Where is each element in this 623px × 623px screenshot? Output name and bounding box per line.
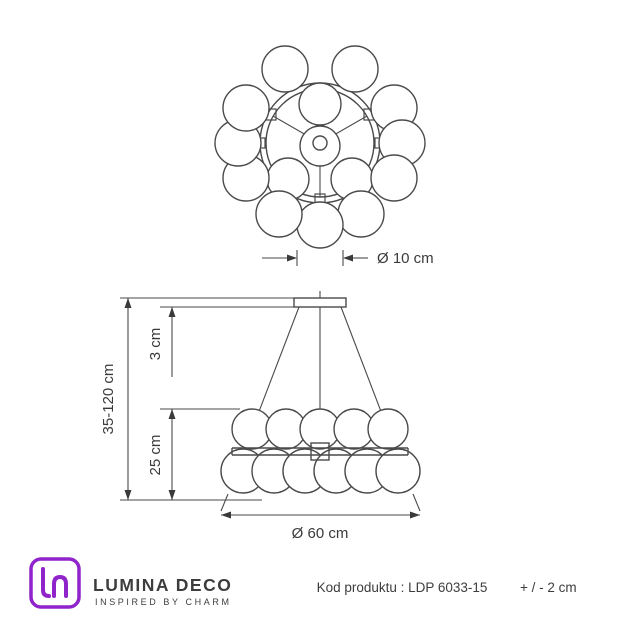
fixture-diameter-dimension: Ø 60 cm [220,493,421,542]
canopy-height-dimension: 3 cm [147,306,294,377]
globe-top-view [296,201,344,249]
globe-side-view [375,448,421,494]
arrow-left-icon [221,511,231,519]
globe-top-view [370,154,418,202]
globe-top-view [337,190,385,238]
hub-top-view [312,135,328,151]
globe-top-view [331,45,379,93]
lumina-deco-logo-icon [29,557,81,609]
logo-frame [29,557,81,609]
arrow-left-icon [343,254,353,262]
globe-top-view [261,45,309,93]
side-view-group: 35-120 cm 3 cm 25 cm Ø 60 cm [100,291,421,542]
product-code: Kod produktu : LDP 6033-15 [317,580,488,595]
logo-monogram-n [52,574,68,598]
fixture-diameter-label: Ø 60 cm [292,525,349,542]
body-height-dimension: 25 cm [147,408,240,500]
arrow-down-icon [124,490,132,500]
arrow-up-icon [124,298,132,308]
globe-top-view [255,190,303,238]
globe-diameter-label: Ø 10 cm [377,250,434,267]
globe-top-view [298,82,342,126]
arrow-right-icon [287,254,297,262]
globe-side-view [367,408,409,450]
center-hub-side [310,442,330,461]
globe-top-view [222,84,270,132]
globe-diameter-dimension: Ø 10 cm [262,250,434,267]
extension-line [412,493,421,512]
tolerance-note: + / - 2 cm [520,580,577,595]
top-view-group: Ø 10 cm [214,45,434,267]
arrow-right-icon [410,511,420,519]
arrow-down-icon [168,490,176,500]
logo-monogram-l [41,567,51,598]
body-height-label: 25 cm [147,435,164,476]
canopy-height-label: 3 cm [147,328,164,361]
brand-tagline: INSPIRED BY CHARM [95,597,232,607]
footer-group: LUMINA DECO INSPIRED BY CHARM Kod produk… [29,557,577,609]
height-range-dimension: 35-120 cm [100,297,294,501]
arrow-up-icon [168,409,176,419]
canopy [293,297,347,308]
brand-name: LUMINA DECO [93,575,232,595]
height-range-label: 35-120 cm [100,364,117,435]
extension-line [220,493,229,512]
arrow-up-icon [168,307,176,317]
